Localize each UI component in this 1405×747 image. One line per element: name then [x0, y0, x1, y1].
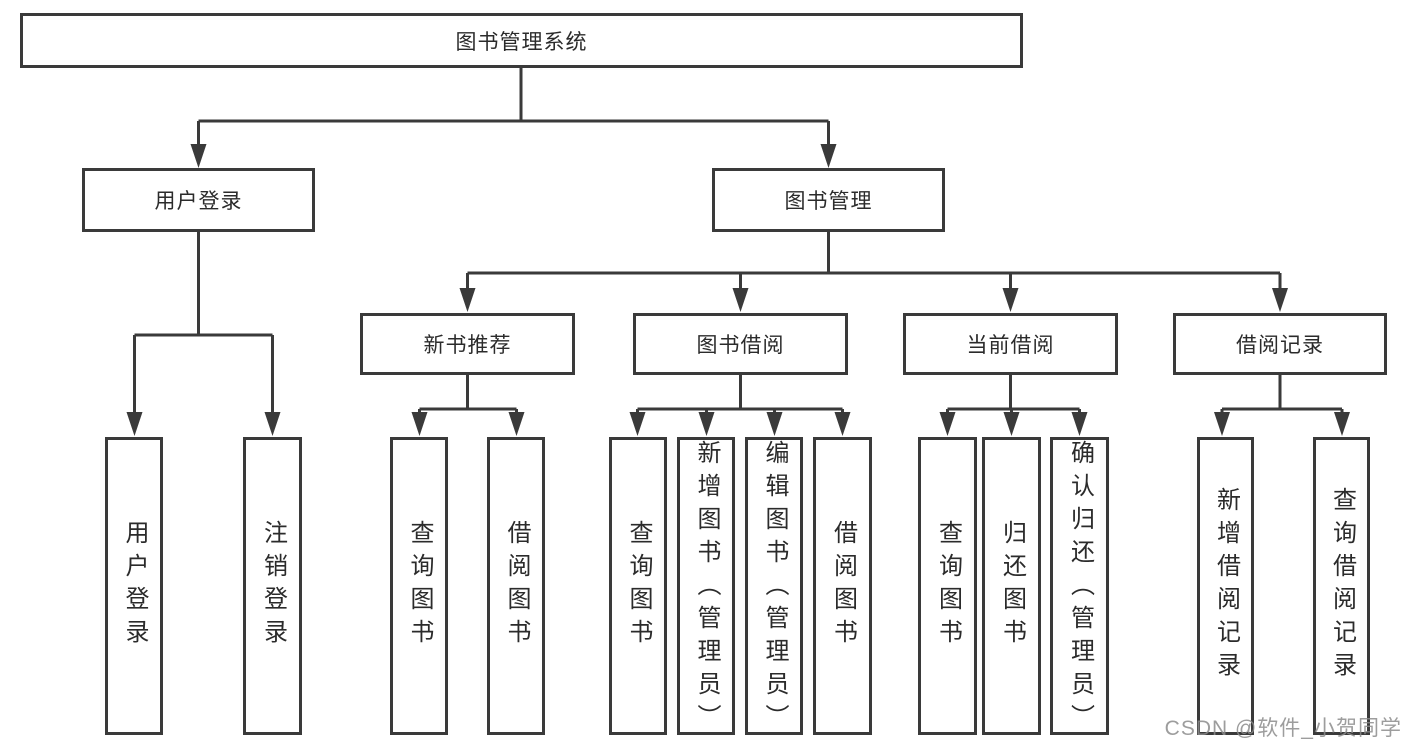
csdn-watermark: CSDN @软件_小贺同学: [1164, 717, 1402, 740]
leaf-logout-label: 注销登录: [259, 520, 287, 652]
leaf-edit-book-admin: 编辑图书（管理员）: [745, 437, 803, 737]
leaf-add-book-admin-label: 新增图书（管理员）: [693, 440, 720, 737]
node-borrow-records: 借阅记录: [1173, 313, 1387, 375]
node-book-borrow-label: 图书借阅: [696, 334, 785, 357]
leaf-edit-book-admin-label: 编辑图书（管理员）: [761, 440, 788, 737]
leaf-query-books-borrow-label: 查询图书: [625, 520, 652, 652]
node-book-borrow: 图书借阅: [633, 313, 848, 375]
leaf-logout: 注销登录: [243, 437, 302, 735]
node-current-borrow-label: 当前借阅: [966, 334, 1055, 357]
leaf-borrow-books-label: 借阅图书: [829, 520, 857, 652]
node-user-login: 用户登录: [82, 168, 315, 232]
leaf-query-books-borrow: 查询图书: [609, 437, 667, 735]
leaf-query-books-current: 查询图书: [918, 437, 977, 735]
leaf-query-books-recommend: 查询图书: [390, 437, 448, 735]
leaf-query-borrow-record: 查询借阅记录: [1313, 437, 1370, 735]
leaf-user-login-label: 用户登录: [121, 520, 148, 652]
leaf-return-books-label: 归还图书: [998, 520, 1026, 652]
node-new-book-recommend-label: 新书推荐: [423, 334, 512, 357]
leaf-borrow-books: 借阅图书: [813, 437, 872, 735]
node-book-management: 图书管理: [712, 168, 945, 232]
node-current-borrow: 当前借阅: [903, 313, 1118, 375]
node-book-management-label: 图书管理: [784, 190, 873, 213]
leaf-add-borrow-record: 新增借阅记录: [1197, 437, 1254, 735]
node-user-login-label: 用户登录: [154, 190, 243, 213]
leaf-add-book-admin: 新增图书（管理员）: [677, 437, 735, 737]
node-root-label: 图书管理系统: [455, 30, 588, 54]
leaf-query-books-recommend-label: 查询图书: [406, 520, 433, 652]
leaf-add-borrow-record-label: 新增借阅记录: [1212, 487, 1240, 685]
leaf-query-books-current-label: 查询图书: [934, 520, 962, 652]
leaf-return-books: 归还图书: [982, 437, 1041, 735]
leaf-query-borrow-record-label: 查询借阅记录: [1328, 487, 1356, 685]
node-new-book-recommend: 新书推荐: [360, 313, 575, 375]
leaf-confirm-return-admin: 确认归还（管理员）: [1050, 437, 1109, 737]
node-borrow-records-label: 借阅记录: [1236, 334, 1324, 357]
node-root: 图书管理系统: [20, 13, 1023, 68]
leaf-borrow-books-recommend: 借阅图书: [487, 437, 545, 735]
leaf-borrow-books-recommend-label: 借阅图书: [503, 520, 530, 652]
leaf-confirm-return-admin-label: 确认归还（管理员）: [1066, 440, 1094, 737]
leaf-user-login: 用户登录: [105, 437, 163, 735]
